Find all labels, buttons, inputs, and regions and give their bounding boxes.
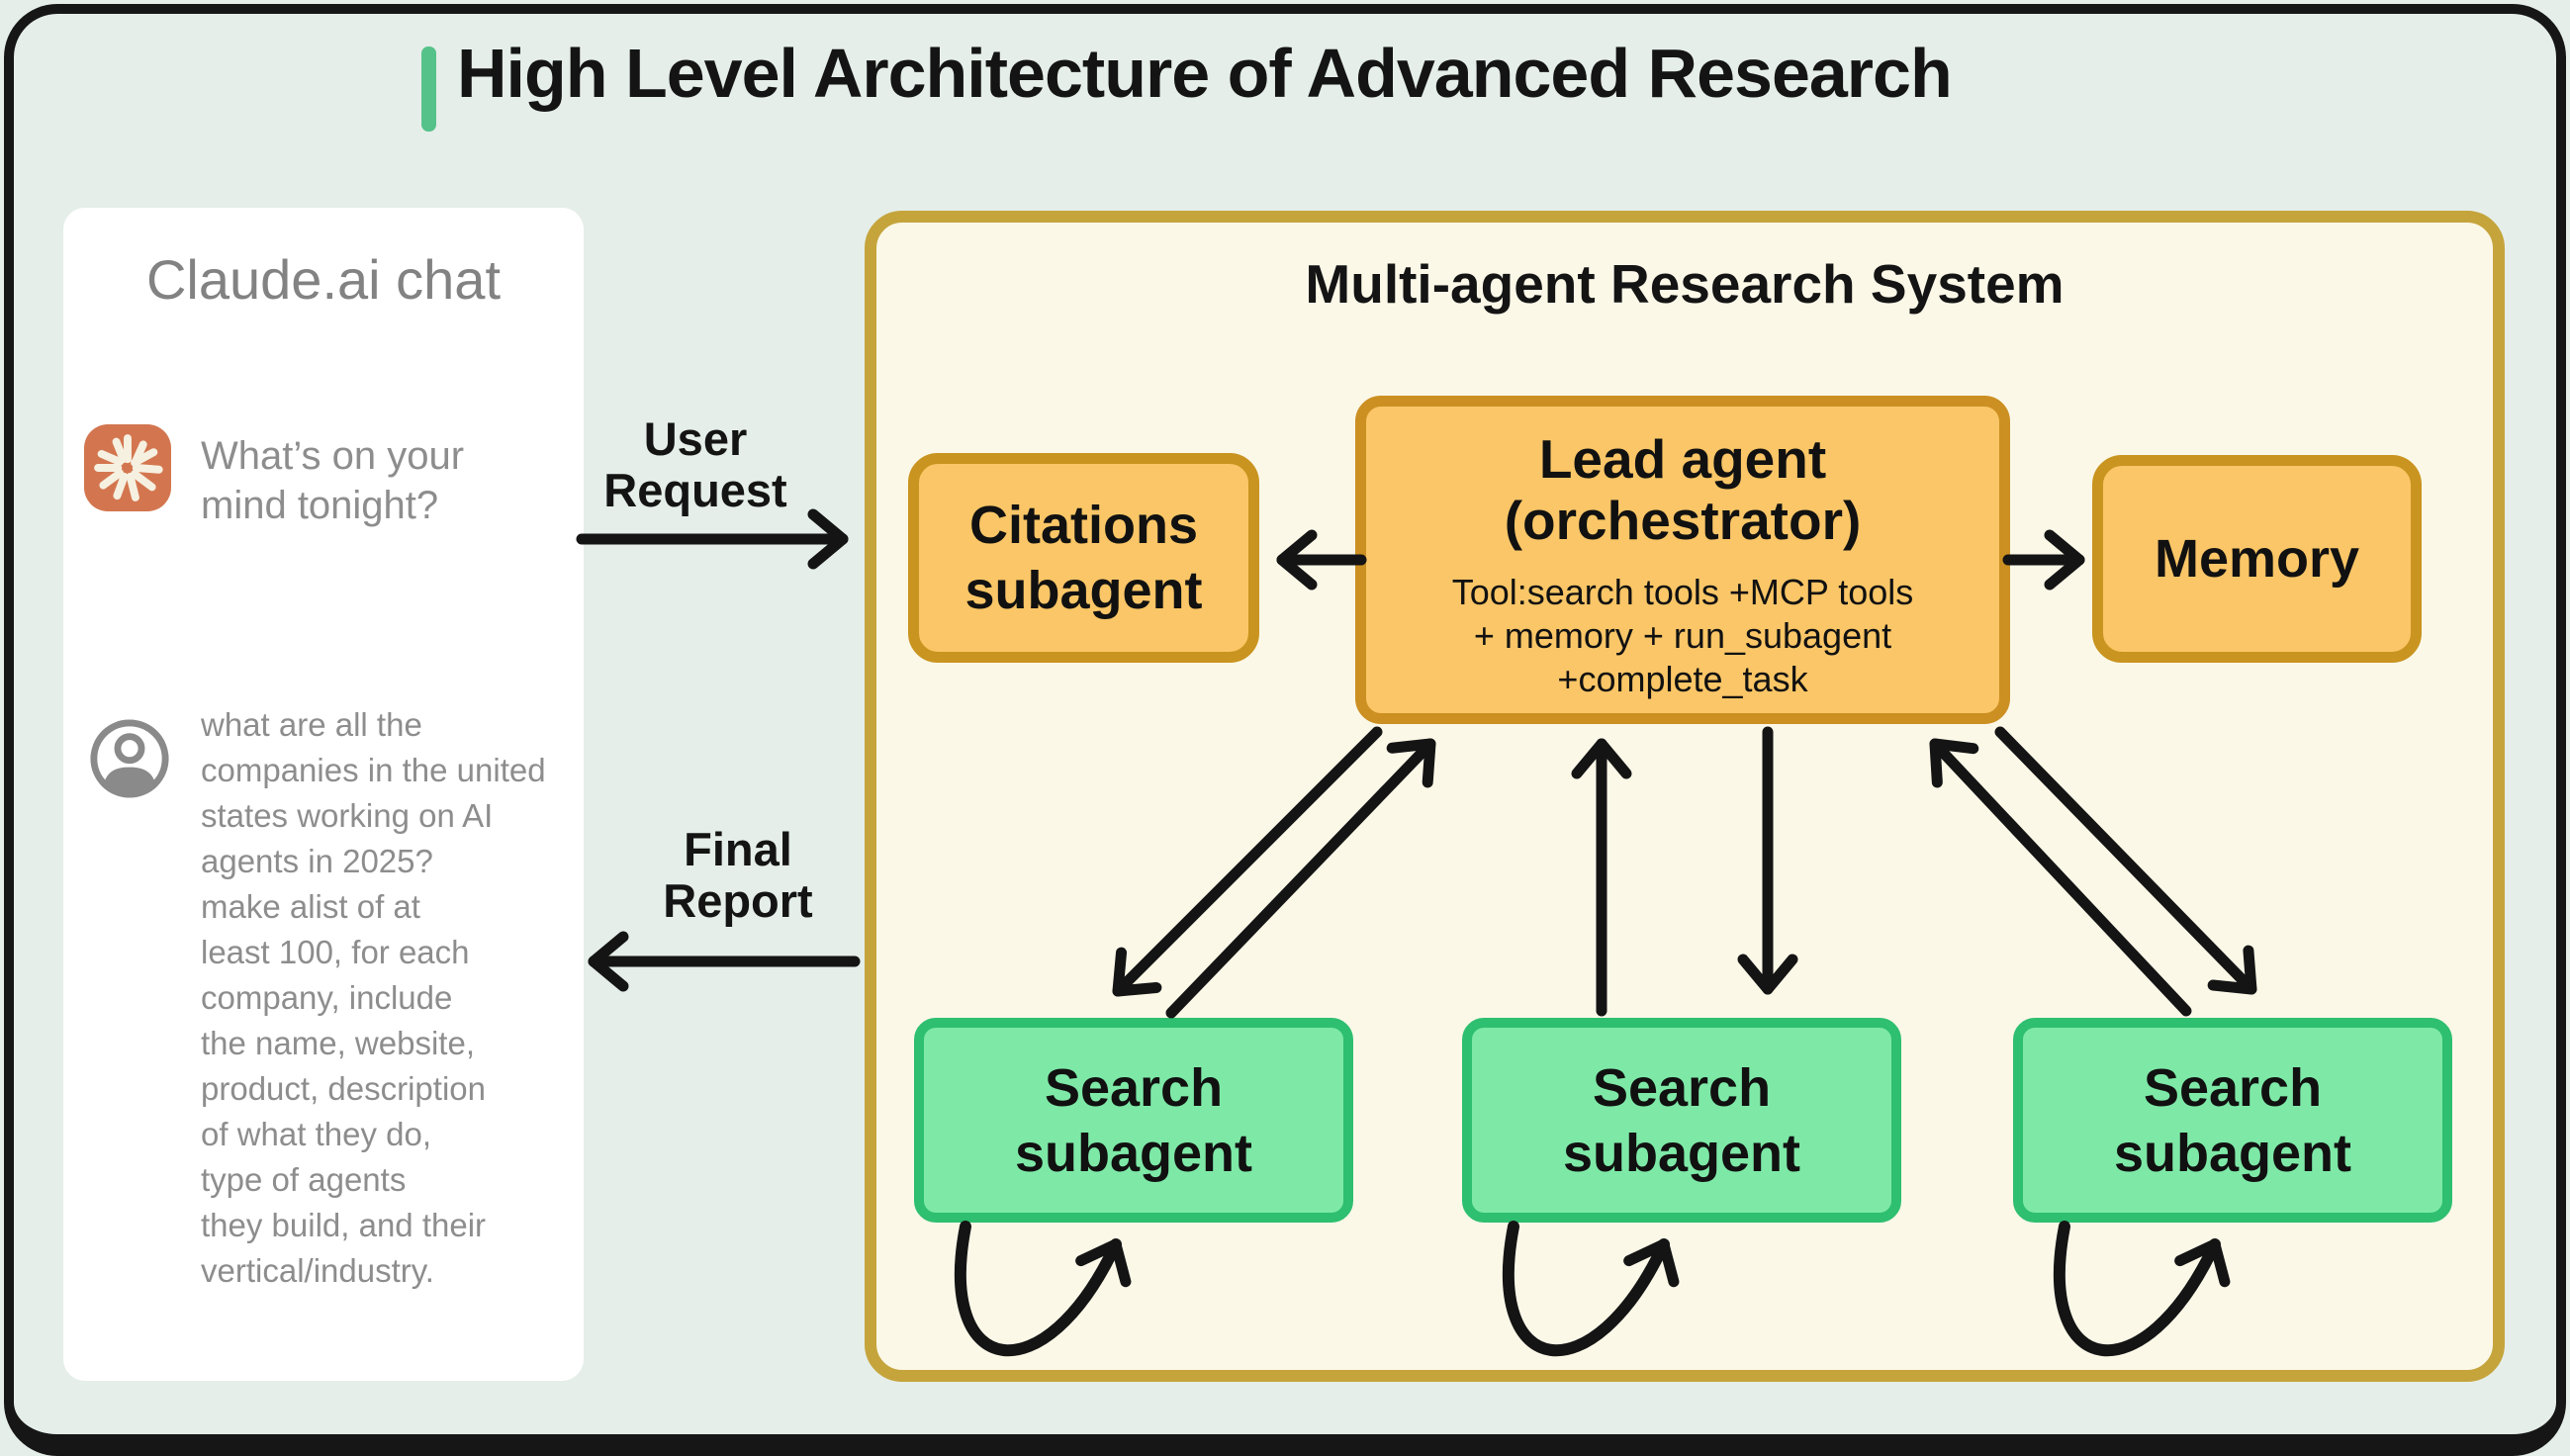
chat-panel: Claude.ai chat What’s on your mi [63, 208, 584, 1381]
search-subagent-box-2: Search subagent [1462, 1018, 1901, 1223]
page-title: High Level Architecture of Advanced Rese… [457, 35, 1953, 112]
chat-panel-title: Claude.ai chat [145, 248, 501, 311]
user-avatar-icon [87, 716, 172, 801]
system-title: Multi-agent Research System [1305, 253, 2065, 315]
user-message: what are all the companies in the united… [201, 706, 546, 1289]
lead-agent-title: Lead agent (orchestrator) [1504, 428, 1862, 551]
system-panel: Multi-agent Research System Citations su… [865, 211, 2505, 1382]
citations-subagent-box: Citations subagent [908, 453, 1259, 663]
lead-agent-box: Lead agent (orchestrator) Tool:search to… [1355, 396, 2010, 724]
memory-box: Memory [2092, 455, 2422, 663]
user-request-label: User Request [603, 412, 787, 516]
final-report-label: Final Report [663, 823, 813, 927]
title-accent-bar [421, 46, 436, 132]
claude-starburst-icon [84, 424, 171, 511]
search-subagent-box-3: Search subagent [2013, 1018, 2452, 1223]
lead-agent-tools: Tool:search tools +MCP tools + memory + … [1451, 572, 1914, 699]
prompt-text: What’s on your mind tonight? [201, 434, 465, 527]
search-subagent-box-1: Search subagent [914, 1018, 1353, 1223]
